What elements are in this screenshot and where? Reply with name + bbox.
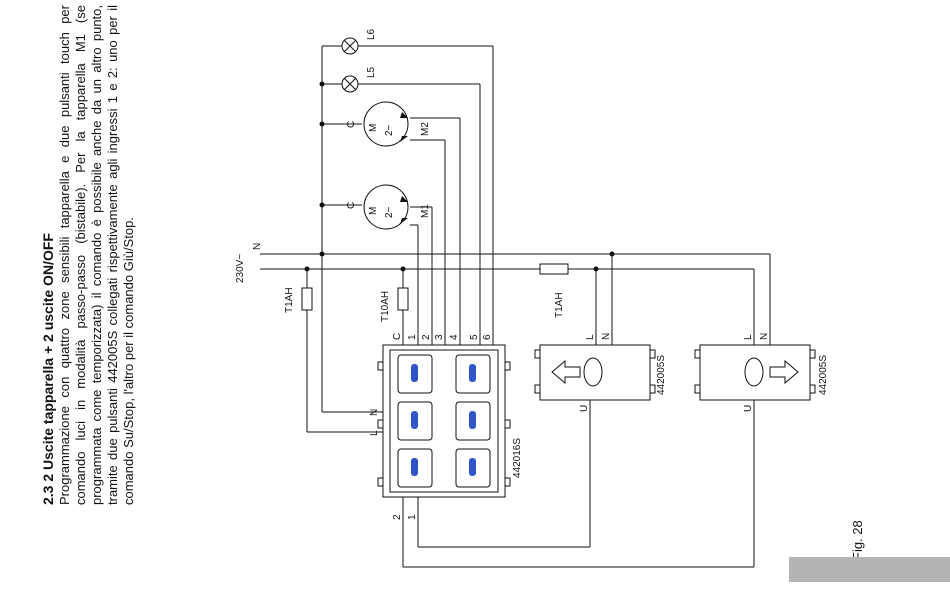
main-device [377, 344, 511, 498]
fuse-label-2: T10AH [380, 291, 391, 322]
touch-key [455, 354, 491, 394]
motor-label-m2: M2 [420, 122, 431, 136]
input-terminal-1: 1 [407, 514, 418, 520]
terminal-5: 5 [469, 334, 480, 340]
fuse-label-1: T1AH [284, 287, 295, 313]
motor-symbol-m2: M [368, 124, 379, 132]
motor-symbol-m1: M [368, 207, 379, 215]
terminal-n: N [369, 409, 380, 416]
terminal-3: 3 [434, 334, 445, 340]
motor-icon [363, 101, 409, 147]
push-button-1-code: 442005S [656, 355, 667, 395]
pb1-terminal-l: L [585, 334, 596, 340]
touch-key [455, 401, 491, 441]
motor-phase-m2: 2~ [384, 124, 395, 136]
arrow-left-icon [551, 359, 581, 385]
input-terminal-2: 2 [392, 514, 403, 520]
pb1-terminal-n: N [601, 333, 612, 340]
terminal-6: 6 [482, 334, 493, 340]
fuse-label-3: T1AH [554, 292, 565, 318]
motor-common-m1: C [346, 202, 357, 209]
terminal-2: 2 [421, 334, 432, 340]
motor-phase-m1: 2~ [384, 206, 395, 218]
figure-caption-text: Fig. 28 [850, 520, 865, 560]
push-button-2-code: 442005S [818, 355, 829, 395]
lamp-label-l5: L5 [366, 66, 377, 78]
pb2-terminal-l: L [743, 334, 754, 340]
lamp-icon [341, 75, 359, 93]
terminal-c: C [392, 333, 403, 340]
touch-key [397, 401, 433, 441]
terminal-1: 1 [407, 334, 418, 340]
motor-label-m1: M1 [420, 204, 431, 218]
touch-key [397, 354, 433, 394]
touch-key [397, 448, 433, 488]
figure-caption: Fig. 28 [850, 520, 910, 560]
pb2-terminal-u: U [743, 405, 754, 412]
page-bar [789, 557, 950, 582]
touch-key [455, 448, 491, 488]
terminal-l: L [369, 430, 380, 436]
motor-icon [363, 184, 409, 230]
fuse-icon [301, 287, 313, 311]
motor-common-m2: C [346, 121, 357, 128]
main-device-code: 442016S [512, 438, 523, 478]
lamp-icon [341, 37, 359, 55]
lamp-label-l6: L6 [366, 28, 377, 40]
fuse-icon [539, 263, 569, 275]
arrow-right-icon [769, 359, 799, 385]
fuse-icon [397, 287, 409, 311]
supply-neutral: N [252, 243, 263, 250]
pb2-terminal-n: N [759, 333, 770, 340]
supply-voltage: 230V~ [235, 254, 246, 283]
terminal-4: 4 [449, 334, 460, 340]
pb1-terminal-u: U [579, 405, 590, 412]
